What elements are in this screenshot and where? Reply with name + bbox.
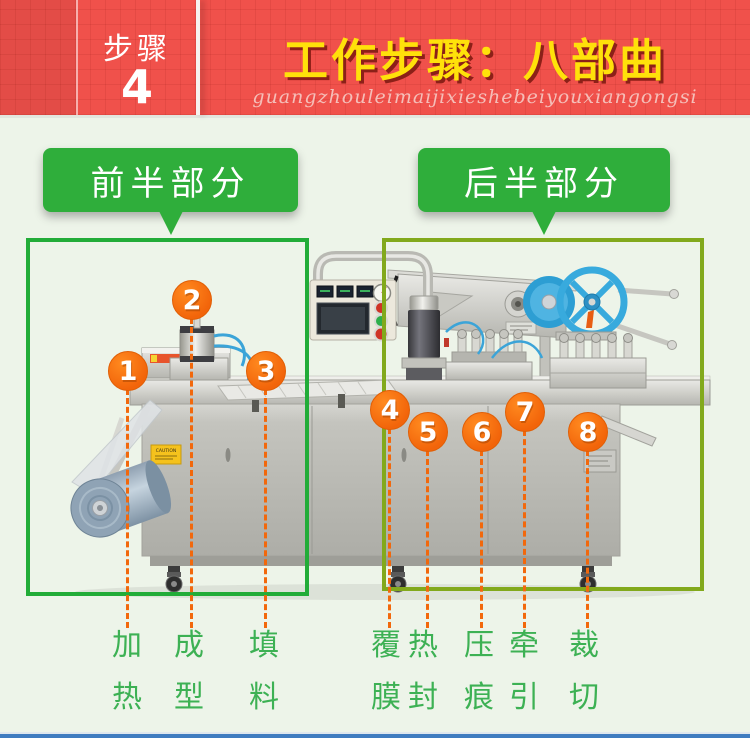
part-label-heating: 加热 (112, 628, 142, 715)
part-label-forming: 成型 (174, 628, 204, 715)
banner-left-strip (0, 0, 76, 115)
part-label-cutting: 裁切 (569, 628, 599, 715)
bubble-tail (532, 211, 556, 235)
leader-line-4 (388, 428, 391, 628)
door-keyhole (225, 448, 231, 462)
page-title: 工作步骤：八部曲 (282, 34, 667, 87)
banner-card-divider (196, 0, 200, 115)
laminating-motor (401, 295, 449, 380)
handle-bar (617, 287, 673, 297)
svg-text:CAUTION: CAUTION (156, 448, 177, 454)
leader-line-8 (586, 450, 589, 628)
front-half-bubble: 前半部分 (43, 148, 298, 235)
marker-3: 3 (246, 351, 286, 391)
marker-1: 1 (108, 351, 148, 391)
air-tube (445, 321, 485, 355)
film-reel-and-handwheel (523, 266, 679, 350)
orange-lever (586, 310, 594, 328)
machine-cabinet: CAUTION (141, 403, 621, 566)
banner-page-edge (76, 0, 78, 115)
header-banner: 步骤 4 工作步骤：八部曲 guangzhouleimaijixieshebei… (0, 0, 750, 118)
door-keyhole (401, 448, 407, 462)
film-roll-assembly (70, 399, 172, 538)
pinyin-subtitle: guangzhouleimaijixieshebeiyouxiangongsi (252, 86, 698, 108)
forming-station (169, 296, 254, 381)
leader-line-6 (480, 450, 483, 628)
air-tube (491, 340, 544, 359)
marker-8: 8 (568, 412, 608, 452)
leader-line-7 (523, 430, 526, 628)
part-label-pulling: 牵引 (509, 628, 539, 715)
leader-line-5 (426, 450, 429, 628)
leader-line-2 (190, 318, 193, 628)
film-roll (70, 460, 172, 538)
bubble-tail (158, 211, 183, 235)
handle-bar (611, 321, 671, 347)
part-label-filling: 填料 (249, 628, 279, 715)
part-label-creasing: 压痕 (464, 628, 494, 715)
part-label-laminating: 覆膜 (371, 628, 401, 715)
marker-4: 4 (370, 390, 410, 430)
marker-2: 2 (172, 280, 212, 320)
part-label-heat-sealing: 热封 (408, 628, 438, 715)
name-plate (583, 449, 617, 473)
front-half-label: 前半部分 (90, 163, 251, 204)
back-half-bubble: 后半部分 (418, 148, 670, 235)
step-number: 4 (120, 60, 153, 114)
marker-7: 7 (505, 392, 545, 432)
marker-5: 5 (408, 412, 448, 452)
sealing-station (445, 321, 544, 381)
step-label: 步骤 (103, 32, 171, 67)
air-tube (213, 333, 246, 367)
cutting-station (549, 331, 657, 447)
leader-line-1 (126, 389, 129, 628)
back-half-label: 后半部分 (464, 163, 624, 204)
control-panel-assembly (309, 251, 433, 342)
front-half-outline-box (26, 238, 309, 596)
marker-6: 6 (462, 412, 502, 452)
leader-line-3 (264, 389, 267, 628)
caution-sticker: CAUTION (150, 444, 182, 465)
machine-photo: CAUTION (70, 251, 711, 600)
bottom-divider (0, 732, 750, 738)
